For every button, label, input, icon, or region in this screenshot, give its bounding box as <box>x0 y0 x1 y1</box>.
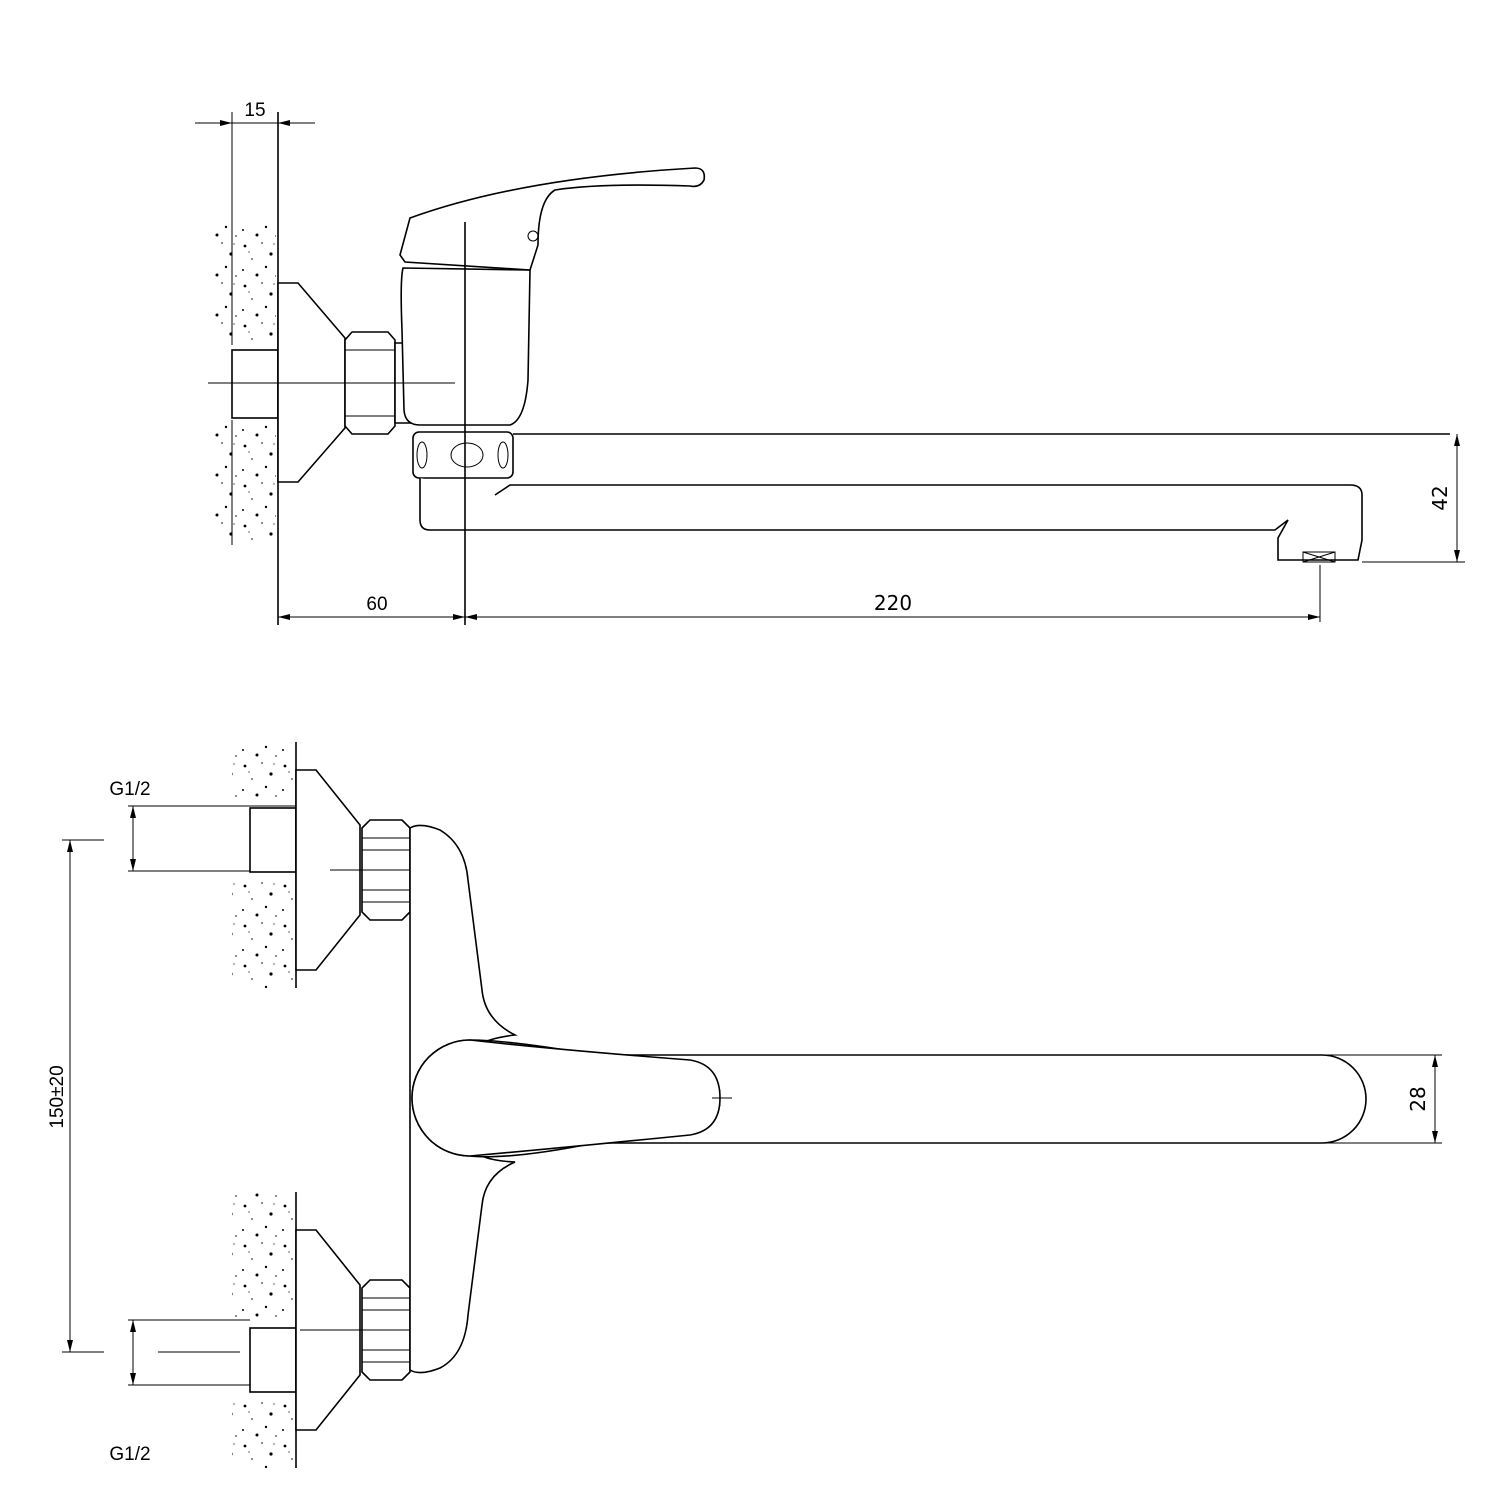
dim-spout-height-label: 42 <box>1428 485 1452 510</box>
thread-top-label: G1/2 <box>109 779 150 800</box>
side-view: 15 42 60 220 <box>195 100 1465 625</box>
wall-flange-top <box>295 769 361 971</box>
dim-wall-depth-label: 15 <box>244 100 265 121</box>
lever-handle <box>399 167 706 271</box>
dim-spout-reach-label: 220 <box>874 591 912 615</box>
inlet-thread-top <box>249 807 297 873</box>
dim-15: 15 <box>195 100 315 126</box>
dim-spout-width-label: 28 <box>1406 1086 1430 1111</box>
spout <box>419 478 1363 561</box>
dim-60: 60 <box>278 594 465 620</box>
dim-28: 28 <box>1322 1054 1442 1144</box>
dim-220: 220 <box>465 565 1321 622</box>
dim-42: 42 <box>1362 434 1465 563</box>
wall-section <box>232 742 297 1468</box>
lever-handle-front <box>411 1039 721 1157</box>
dim-inlet-spacing-label: 150±20 <box>47 1065 68 1128</box>
inlet-thread <box>231 349 279 419</box>
wall-section <box>214 112 279 625</box>
thread-bottom-label: G1/2 <box>109 1444 150 1465</box>
spout-swivel-ring <box>412 431 514 479</box>
dim-150: 150±20 <box>47 839 104 1353</box>
front-view: G1/2 G1/2 28 150±20 <box>47 742 1442 1468</box>
dim-wall-to-axis-label: 60 <box>366 594 387 615</box>
inlet-thread-bottom <box>249 1327 297 1393</box>
